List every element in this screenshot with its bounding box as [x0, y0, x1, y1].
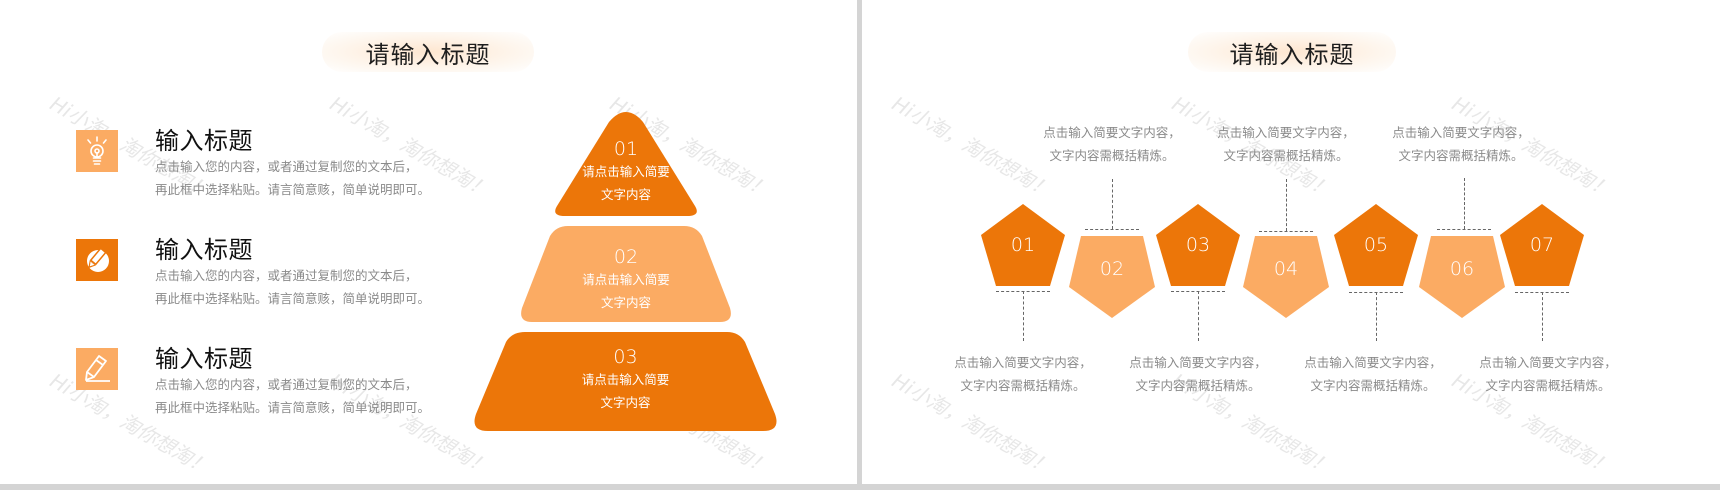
desc-line: 点击输入您的内容，或者通过复制您的文本后，	[155, 268, 418, 283]
pyramid-tier-1[interactable]: 01 请点击输入简要 文字内容	[555, 112, 697, 216]
tier-text: 文字内容	[600, 187, 651, 202]
pencil-circle-icon	[76, 239, 118, 281]
step-number: 06	[1449, 258, 1475, 280]
step-4-pentagon[interactable]: 04	[1243, 236, 1329, 318]
step-2-pentagon[interactable]: 02	[1069, 236, 1155, 318]
item-title[interactable]: 输入标题	[155, 236, 253, 264]
step-caption[interactable]: 点击输入简要文字内容， 文字内容需概括精炼。	[948, 351, 1098, 397]
tier-number: 02	[613, 246, 639, 268]
desc-line: 再此框中选择粘贴。请言简意赅，简单说明即可。	[155, 182, 431, 197]
step-caption[interactable]: 点击输入简要文字内容， 文字内容需概括精炼。	[1298, 351, 1448, 397]
feature-item[interactable]: 输入标题 点击输入您的内容，或者通过复制您的文本后， 再此框中选择粘贴。请言简意…	[76, 230, 436, 320]
item-description[interactable]: 点击输入您的内容，或者通过复制您的文本后， 再此框中选择粘贴。请言简意赅，简单说…	[155, 155, 430, 201]
caption-line: 点击输入简要文字内容，	[1129, 355, 1267, 370]
step-caption[interactable]: 点击输入简要文字内容， 文字内容需概括精炼。	[1037, 121, 1187, 167]
step-1-pentagon[interactable]: 01	[981, 204, 1065, 286]
tier-text: 文字内容	[600, 295, 651, 310]
caption-line: 点击输入简要文字内容，	[1304, 355, 1442, 370]
step-6-pentagon[interactable]: 06	[1419, 236, 1505, 318]
item-title[interactable]: 输入标题	[155, 127, 253, 155]
caption-line: 点击输入简要文字内容，	[954, 355, 1092, 370]
caption-line: 点击输入简要文字内容，	[1392, 125, 1530, 140]
connector-line	[1112, 179, 1113, 229]
step-caption[interactable]: 点击输入简要文字内容， 文字内容需概括精炼。	[1211, 121, 1361, 167]
connector-line	[1023, 291, 1024, 341]
tier-text: 请点击输入简要	[582, 164, 670, 179]
title-glow	[322, 32, 534, 72]
connector-line	[1542, 292, 1543, 341]
step-caption[interactable]: 点击输入简要文字内容， 文字内容需概括精炼。	[1123, 351, 1273, 397]
pyramid-tier-2[interactable]: 02 请点击输入简要 文字内容	[520, 226, 732, 322]
caption-line: 点击输入简要文字内容，	[1043, 125, 1181, 140]
caption-line: 文字内容需概括精炼。	[960, 378, 1086, 393]
tier-label: 01 请点击输入简要 文字内容	[555, 138, 697, 206]
step-5-pentagon[interactable]: 05	[1334, 204, 1418, 286]
caption-line: 文字内容需概括精炼。	[1135, 378, 1261, 393]
connector-line	[1286, 179, 1287, 231]
slide-title[interactable]: 请输入标题	[365, 40, 491, 69]
item-title[interactable]: 输入标题	[155, 345, 253, 373]
slide-title[interactable]: 请输入标题	[1229, 40, 1355, 69]
step-number: 07	[1529, 234, 1555, 256]
tier-text: 请点击输入简要	[582, 272, 670, 287]
step-number: 01	[1010, 234, 1036, 256]
slide-right[interactable]: Hi小淘，淘你想淘！ Hi小淘，淘你想淘！ Hi小淘，淘你想淘！ Hi小淘，淘你…	[862, 0, 1720, 484]
title-box[interactable]: 请输入标题	[1188, 32, 1396, 72]
step-number: 02	[1099, 258, 1125, 280]
caption-line: 点击输入简要文字内容，	[1479, 355, 1617, 370]
desc-line: 再此框中选择粘贴。请言简意赅，简单说明即可。	[155, 291, 431, 306]
connector-line	[1085, 229, 1139, 230]
item-description[interactable]: 点击输入您的内容，或者通过复制您的文本后， 再此框中选择粘贴。请言简意赅，简单说…	[155, 373, 430, 419]
caption-line: 文字内容需概括精炼。	[1485, 378, 1611, 393]
connector-line	[1437, 229, 1491, 230]
pencil-eraser-icon	[76, 348, 118, 390]
feature-item[interactable]: 输入标题 点击输入您的内容，或者通过复制您的文本后， 再此框中选择粘贴。请言简意…	[76, 121, 436, 211]
tier-text: 请点击输入简要	[581, 372, 670, 387]
title-box[interactable]: 请输入标题	[322, 32, 534, 72]
step-3-pentagon[interactable]: 03	[1156, 204, 1240, 286]
lightbulb-icon	[76, 130, 118, 172]
pyramid-tier-3[interactable]: 03 请点击输入简要 文字内容	[473, 332, 778, 431]
caption-line: 文字内容需概括精炼。	[1398, 148, 1524, 163]
step-number: 05	[1363, 234, 1389, 256]
caption-line: 文字内容需概括精炼。	[1223, 148, 1349, 163]
tier-number: 01	[613, 138, 639, 160]
item-description[interactable]: 点击输入您的内容，或者通过复制您的文本后， 再此框中选择粘贴。请言简意赅，简单说…	[155, 264, 430, 310]
feature-item[interactable]: 输入标题 点击输入您的内容，或者通过复制您的文本后， 再此框中选择粘贴。请言简意…	[76, 339, 436, 429]
caption-line: 文字内容需概括精炼。	[1049, 148, 1175, 163]
title-glow	[1188, 32, 1396, 72]
caption-line: 点击输入简要文字内容，	[1217, 125, 1355, 140]
tier-label: 02 请点击输入简要 文字内容	[520, 246, 732, 314]
desc-line: 再此框中选择粘贴。请言简意赅，简单说明即可。	[155, 400, 431, 415]
connector-line	[1198, 291, 1199, 341]
desc-line: 点击输入您的内容，或者通过复制您的文本后，	[155, 377, 418, 392]
step-caption[interactable]: 点击输入简要文字内容， 文字内容需概括精炼。	[1386, 121, 1536, 167]
desc-line: 点击输入您的内容，或者通过复制您的文本后，	[155, 159, 418, 174]
caption-line: 文字内容需概括精炼。	[1310, 378, 1436, 393]
connector-line	[1376, 292, 1377, 341]
tier-label: 03 请点击输入简要 文字内容	[473, 346, 778, 414]
tier-number: 03	[613, 346, 638, 368]
watermark: Hi小淘，淘你想淘！	[888, 91, 1057, 203]
tier-text: 文字内容	[600, 395, 651, 410]
step-caption[interactable]: 点击输入简要文字内容， 文字内容需概括精炼。	[1473, 351, 1623, 397]
slide-left[interactable]: Hi小淘，淘你想淘！ Hi小淘，淘你想淘！ Hi小淘，淘你想淘！ Hi小淘，淘你…	[0, 0, 857, 484]
connector-line	[1259, 231, 1313, 232]
step-7-pentagon[interactable]: 07	[1500, 204, 1584, 286]
step-number: 04	[1273, 258, 1299, 280]
connector-line	[1464, 178, 1465, 229]
step-number: 03	[1185, 234, 1211, 256]
